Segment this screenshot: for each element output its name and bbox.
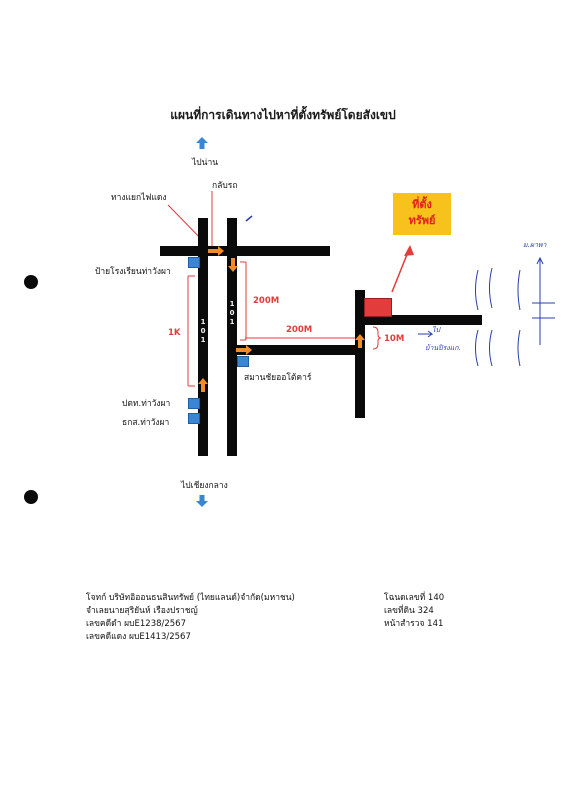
- road-highway-101-west: [198, 218, 208, 456]
- footer-defendant: จำเลยนายสุริยันห์ เรืองปราชญ์: [86, 606, 198, 616]
- direction-arrow-right-2-icon: [236, 345, 252, 355]
- footer-red-case: เลขคดีแดง ผบE1413/2567: [86, 632, 191, 642]
- binder-hole-top: [24, 275, 38, 289]
- label-post-office: ปตท.ท่าวังผา: [122, 399, 171, 409]
- direction-arrow-down-icon: [228, 258, 238, 272]
- label-school-sign: ป้ายโรงเรียนท่าวังผา: [95, 267, 171, 277]
- label-to-chiang-klang: ไปเชียงกลาง: [181, 481, 228, 491]
- property-marker: [364, 298, 392, 317]
- distance-200m-horizontal: 200M: [286, 325, 313, 335]
- road-main-horizontal-top: [160, 246, 330, 256]
- property-label-text: ที่ตั้ง ทรัพย์: [408, 198, 436, 227]
- label-u-turn: กลับรถ: [212, 181, 238, 191]
- footer-black-case: เลขคดีดำ ผบE1238/2567: [86, 619, 186, 629]
- highway-101-label-west: 1 0 1: [200, 318, 206, 344]
- handwritten-note-bottom: บ้านปิรงแก.: [425, 344, 461, 352]
- label-baac: ธกส.ท่าวังผา: [122, 418, 170, 428]
- label-auto-shop: สมานชัยออโต้คาร์: [244, 373, 312, 383]
- handwritten-note-right: ไป: [432, 326, 440, 334]
- footer-land-number: เลขที่ดิน 324: [384, 606, 434, 616]
- auto-shop-marker: [237, 356, 249, 367]
- property-label-box: ที่ตั้ง ทรัพย์: [393, 193, 451, 235]
- road-property-horizontal: [365, 315, 482, 325]
- direction-arrow-up-2-icon: [198, 378, 208, 392]
- footer-plaintiff: โจทก์ บริษัทอิออนธนสินทรัพย์ (ไทยแลนด์)จ…: [86, 593, 295, 603]
- post-office-marker: [188, 398, 200, 409]
- label-to-nan: ไปน่าน: [192, 158, 219, 168]
- distance-200m-vertical: 200M: [253, 296, 280, 306]
- binder-hole-bottom: [24, 490, 38, 504]
- footer-survey-page: หน้าสำรวจ 141: [384, 619, 444, 629]
- map-title: แผนที่การเดินทางไปหาที่ตั้งทรัพย์โดยสังเ…: [170, 108, 396, 122]
- highway-101-label-east: 1 0 1: [229, 300, 235, 326]
- distance-1k: 1K: [168, 328, 181, 338]
- road-soi-vertical: [355, 290, 365, 418]
- arrow-down-icon: [196, 495, 208, 507]
- footer-left: โจทก์ บริษัทอิออนธนสินทรัพย์ (ไทยแลนด์)จ…: [86, 592, 295, 644]
- direction-arrow-up-icon: [355, 334, 365, 348]
- footer-right: โฉนดเลขที่ 140 เลขที่ดิน 324 หน้าสำรวจ 1…: [384, 592, 444, 631]
- arrow-up-icon: [196, 137, 208, 149]
- baac-marker: [188, 413, 200, 424]
- school-marker: [188, 257, 200, 268]
- direction-arrow-right-icon: [208, 246, 224, 256]
- footer-deed-number: โฉนดเลขที่ 140: [384, 593, 445, 603]
- road-soi-horizontal: [237, 345, 365, 355]
- handwritten-note-top: ม.ผาพา: [523, 241, 547, 249]
- distance-10m: 10M: [384, 334, 405, 344]
- road-highway-101-east: [227, 218, 237, 456]
- label-traffic-light: ทางแยกไฟแดง: [111, 193, 167, 203]
